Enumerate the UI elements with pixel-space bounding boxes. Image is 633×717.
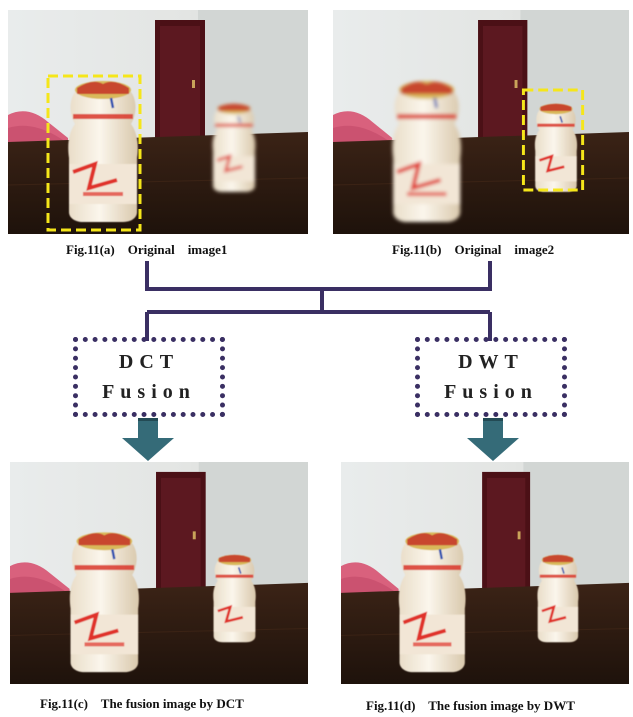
caption-b: Fig.11(b) Original image2 — [392, 242, 555, 257]
photo-fusion-dwt — [341, 462, 629, 684]
highlight-box-image1 — [46, 74, 142, 232]
photo-original-image1 — [8, 10, 308, 234]
dwt-fusion-box: DWT Fusion — [415, 337, 567, 417]
connector-lines — [145, 261, 492, 341]
dct-fusion-line1: DCT — [118, 351, 180, 373]
photo-fusion-dct — [10, 462, 308, 684]
down-arrow-icon — [467, 418, 519, 461]
down-arrow-icon — [122, 418, 174, 461]
dwt-fusion-line2: Fusion — [444, 381, 538, 403]
caption-c: Fig.11(c) The fusion image by DCT — [40, 696, 244, 711]
caption-d: Fig.11(d) The fusion image by DWT — [366, 698, 575, 713]
highlight-box-image2 — [521, 88, 585, 192]
caption-a: Fig.11(a) Original image1 — [66, 242, 228, 257]
dct-fusion-line2: Fusion — [102, 381, 196, 403]
dwt-fusion-line1: DWT — [458, 351, 524, 373]
dct-fusion-box: DCT Fusion — [73, 337, 225, 417]
photo-original-image2 — [333, 10, 629, 234]
